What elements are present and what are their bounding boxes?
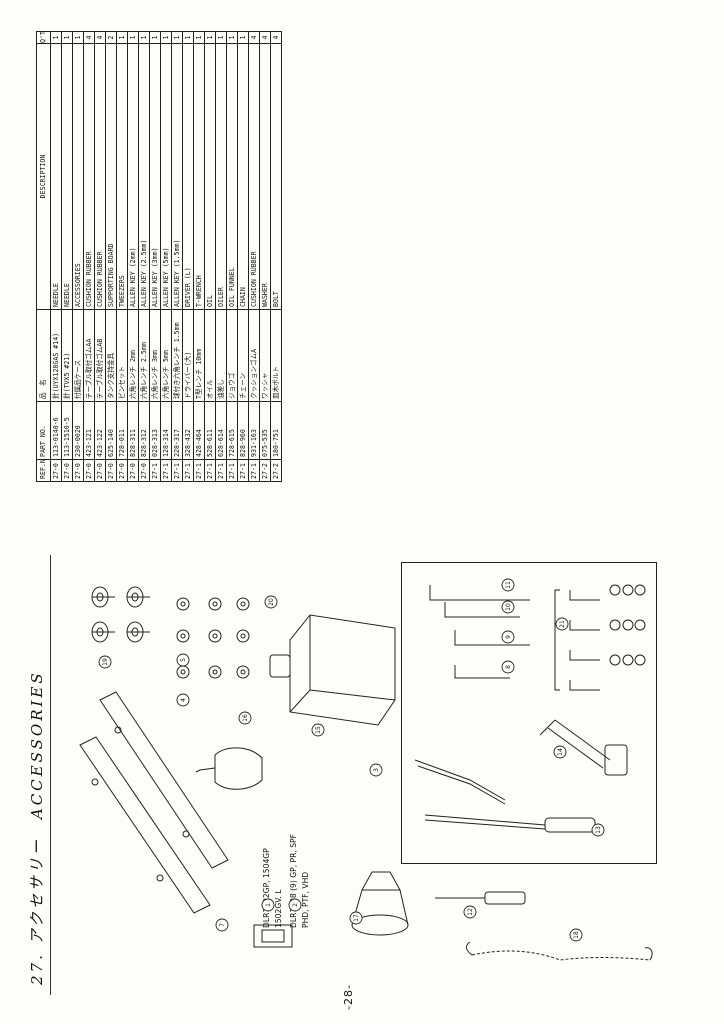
callout-3: 3	[369, 763, 383, 777]
bolts-washers-drawing	[554, 584, 646, 691]
callout-10: 10	[501, 600, 515, 614]
callout-12: 12	[463, 905, 477, 919]
oiler-drawing	[195, 747, 263, 790]
tweezers-drawing	[414, 759, 506, 805]
svg-text:16: 16	[242, 714, 249, 722]
svg-text:14: 14	[557, 748, 564, 756]
svg-text:5: 5	[180, 658, 187, 662]
svg-text:15: 15	[315, 726, 322, 734]
callout-5: 5	[176, 653, 190, 667]
rubber-washer-drawing	[176, 597, 250, 679]
svg-text:19: 19	[102, 658, 109, 666]
callout-1: 1	[261, 898, 275, 912]
callout-2: 2	[288, 898, 302, 912]
callout-16: 16	[238, 711, 252, 725]
callout-4: 4	[176, 693, 190, 707]
svg-text:2: 2	[292, 903, 299, 907]
svg-text:18: 18	[573, 931, 580, 939]
callout-8: 8	[501, 660, 515, 674]
svg-text:4: 4	[180, 698, 187, 702]
svg-text:10: 10	[505, 603, 512, 611]
oil-funnel-drawing	[351, 871, 409, 936]
t-wrench-drawing	[539, 719, 628, 776]
callout-11: 11	[501, 578, 515, 592]
svg-text:17: 17	[353, 914, 360, 922]
callout-7: 7	[215, 918, 229, 932]
svg-text:13: 13	[595, 826, 602, 834]
supporting-board-drawing	[79, 691, 229, 914]
accessories-case-drawing	[253, 924, 293, 948]
allen-keys-drawing	[429, 585, 530, 679]
callout-20: 20	[264, 595, 278, 609]
svg-text:7: 7	[219, 923, 226, 927]
svg-text:1: 1	[265, 903, 272, 907]
callout-14: 14	[553, 745, 567, 759]
cushion-rubber-drawing	[91, 586, 150, 643]
svg-text:3: 3	[373, 768, 380, 772]
oil-bottle-drawing	[269, 614, 396, 726]
callout-18: 18	[569, 928, 583, 942]
driver-small-drawing	[435, 891, 526, 905]
svg-text:8: 8	[505, 665, 512, 669]
callout-17: 17	[349, 911, 363, 925]
callout-9: 9	[501, 630, 515, 644]
callout-15: 15	[311, 723, 325, 737]
svg-text:20: 20	[268, 598, 275, 606]
svg-text:11: 11	[505, 581, 512, 589]
tool-group-frame	[401, 562, 657, 864]
callout-13: 13	[591, 823, 605, 837]
svg-text:9: 9	[505, 635, 512, 639]
callout-21: 21	[555, 617, 569, 631]
callout-19: 19	[98, 655, 112, 669]
title-divider	[50, 555, 51, 995]
driver-large-drawing	[424, 814, 596, 833]
svg-text:21: 21	[559, 620, 566, 628]
chain-drawing	[466, 941, 653, 961]
svg-text:12: 12	[467, 908, 474, 916]
